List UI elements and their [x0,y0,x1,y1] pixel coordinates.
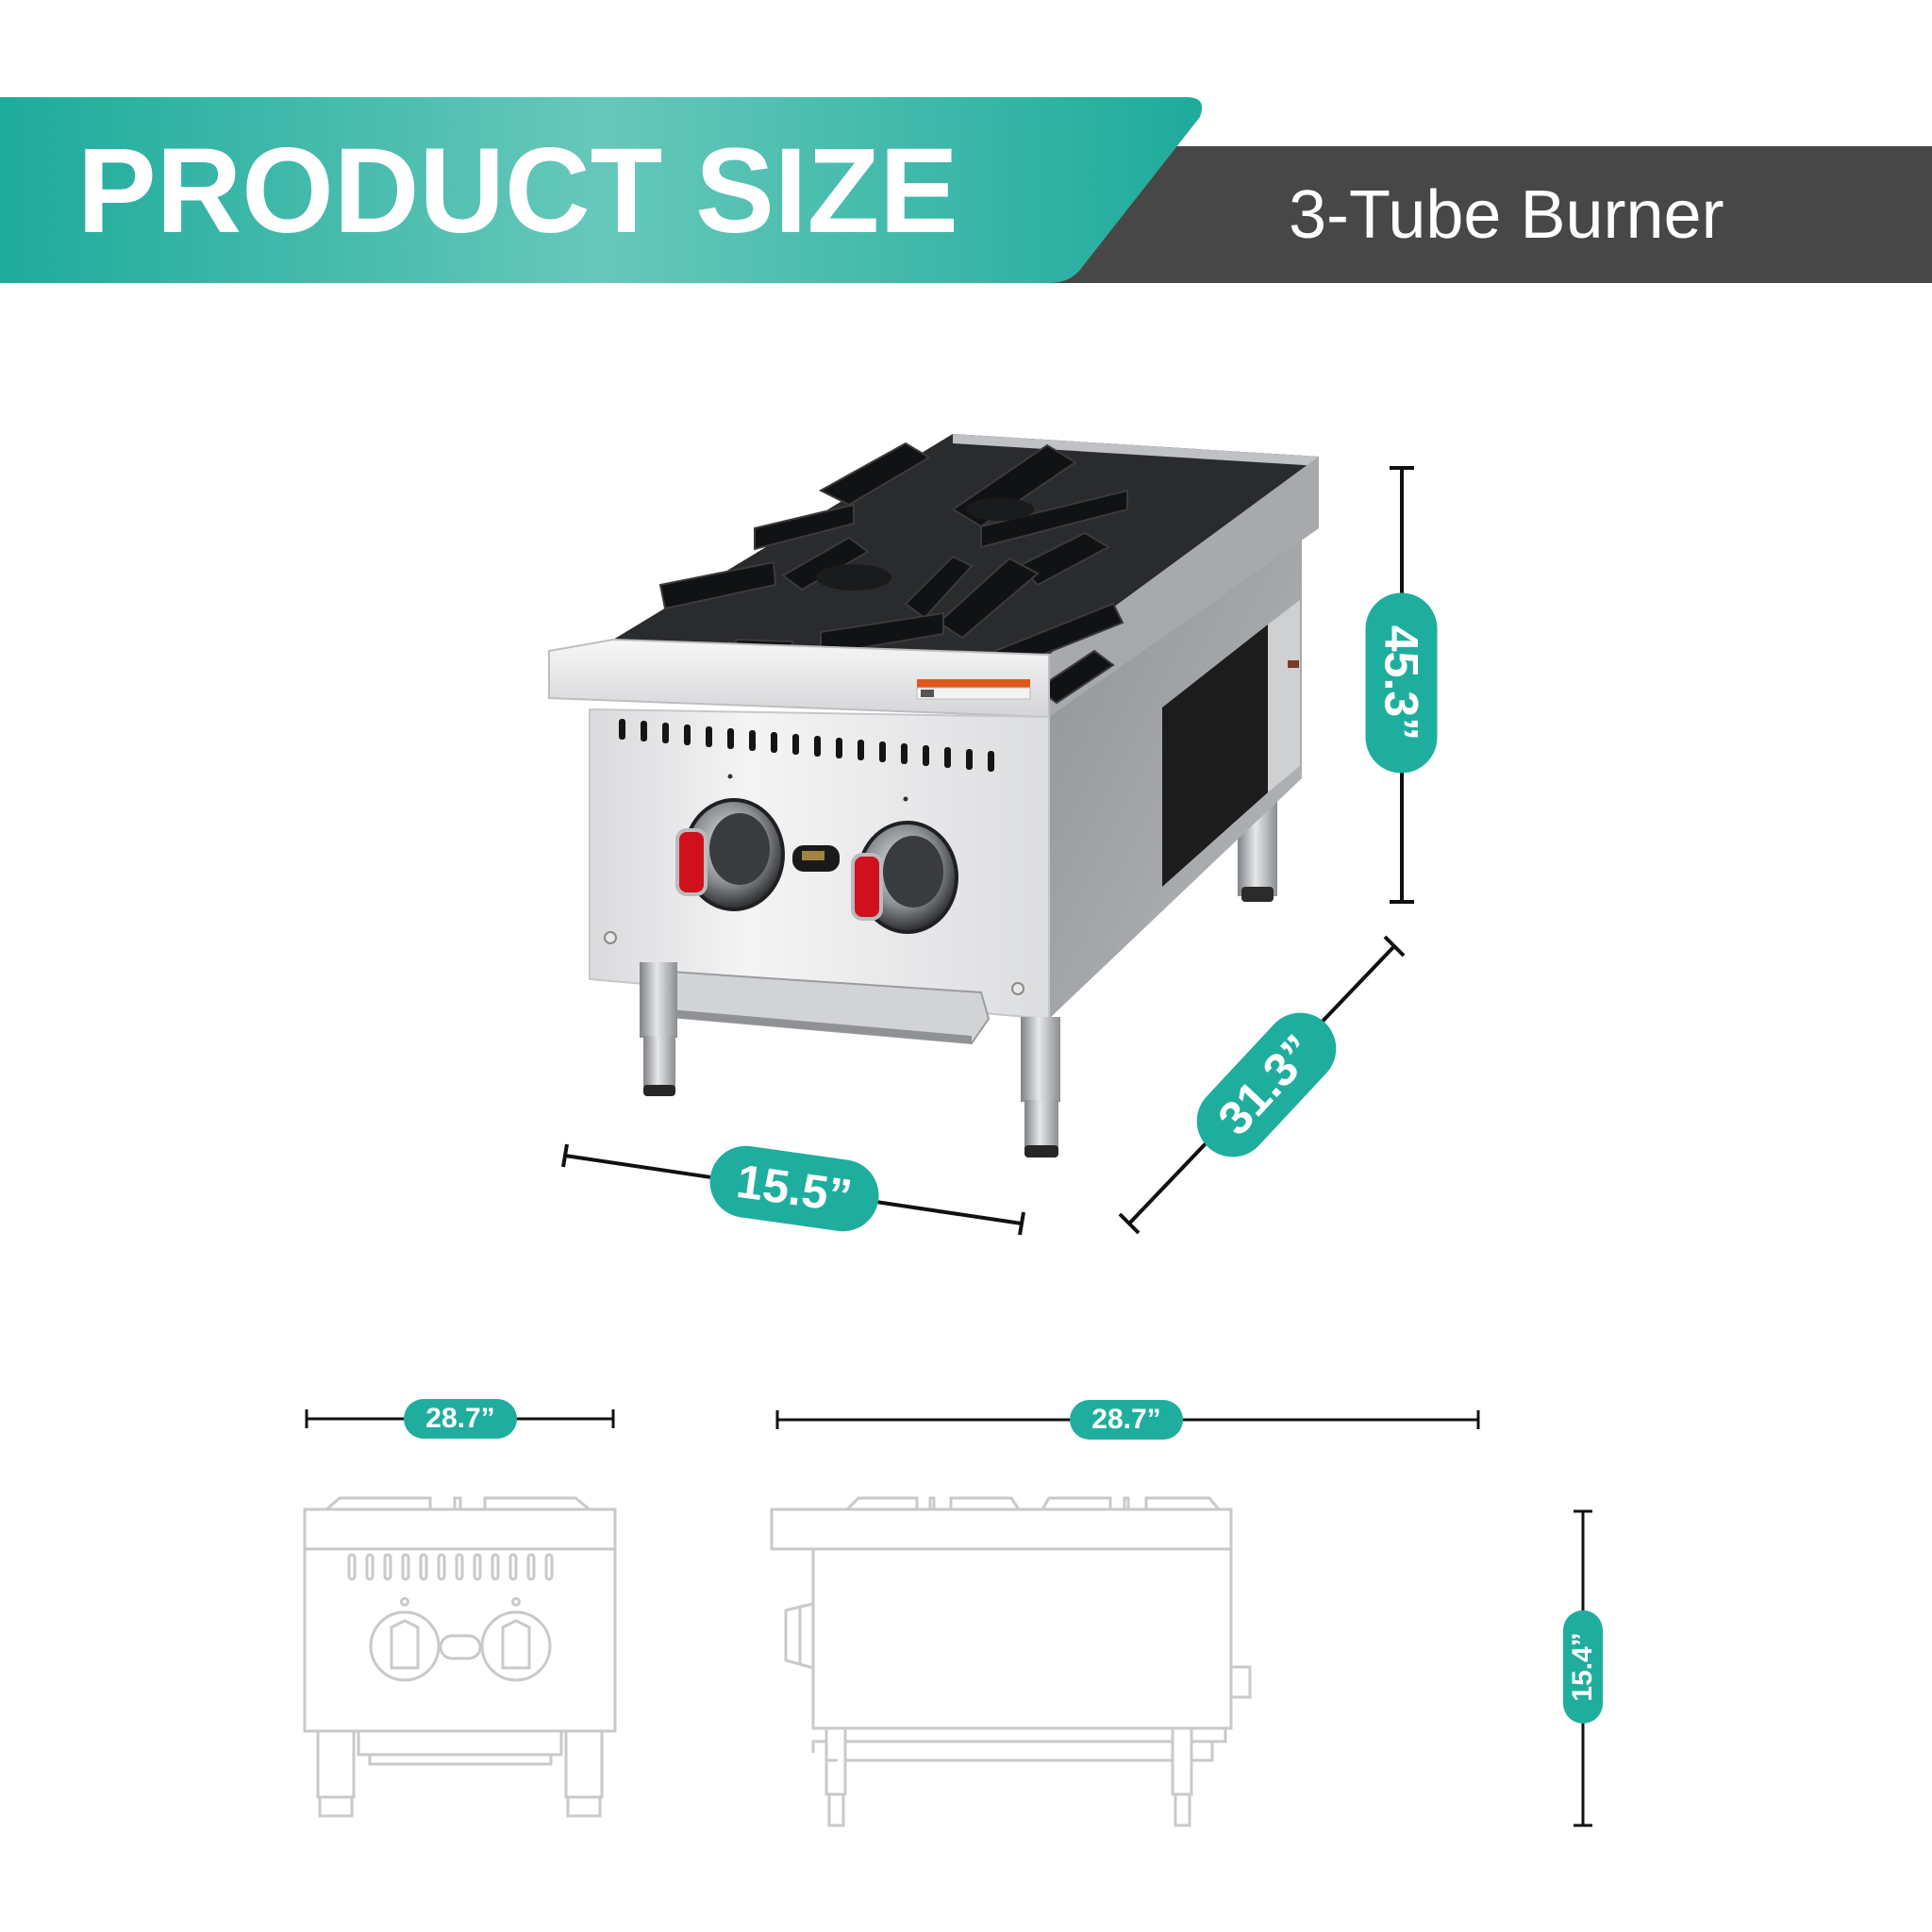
leg-front-right [1021,1017,1060,1158]
warning-label [916,679,1031,700]
leg-front-left [640,962,677,1096]
product-variant-label: 3-Tube Burner [1289,177,1724,253]
front-view-drawing [303,1496,617,1818]
vent-slots [619,719,994,772]
control-knob-right[interactable] [851,821,958,934]
side-view-height-label: 15.4” [1563,1610,1603,1724]
side-view-width-label: 28.7” [1070,1400,1183,1440]
control-knob-left[interactable] [675,798,785,911]
front-view-width-label: 28.7” [404,1399,517,1439]
height-dimension-label: 45.3” [1365,592,1438,774]
side-view-drawing [770,1496,1252,1827]
page-title: PRODUCT SIZE [77,124,958,258]
header-teal-shape [0,97,1203,283]
header-banner [0,97,1932,283]
cooktop-surface [613,434,1319,655]
rating-plate [1162,625,1268,887]
